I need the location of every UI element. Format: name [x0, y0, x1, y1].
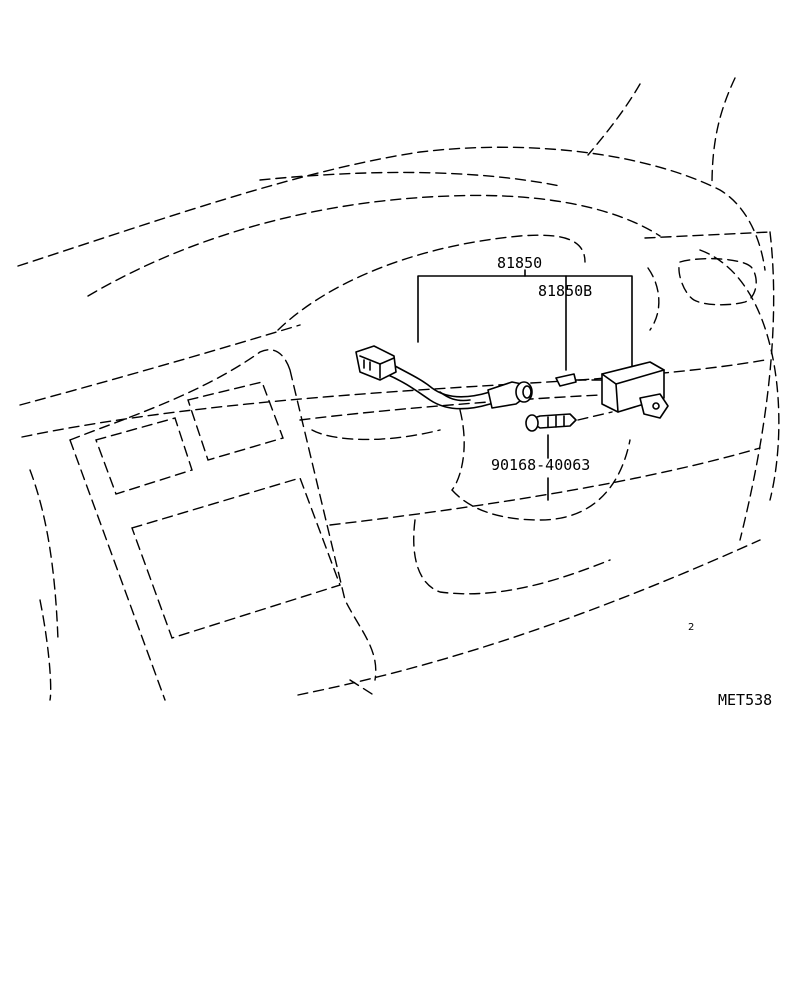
bulb-81850b — [555, 373, 577, 387]
label-assembly-81850: 81850 — [497, 254, 542, 272]
leader-lines — [417, 269, 633, 501]
screw-90168 — [525, 379, 613, 432]
switch-module — [601, 361, 669, 419]
harness-connector — [355, 345, 397, 381]
label-screw-90168-40063: 90168-40063 — [491, 456, 590, 474]
bulb-socket — [487, 381, 533, 409]
dashboard-outline — [17, 77, 780, 701]
wire-harness — [385, 361, 515, 410]
figure-code: MET538 — [718, 691, 772, 709]
label-socket-81850b: 81850B — [538, 282, 592, 300]
corner-mark: 2 — [688, 622, 694, 633]
